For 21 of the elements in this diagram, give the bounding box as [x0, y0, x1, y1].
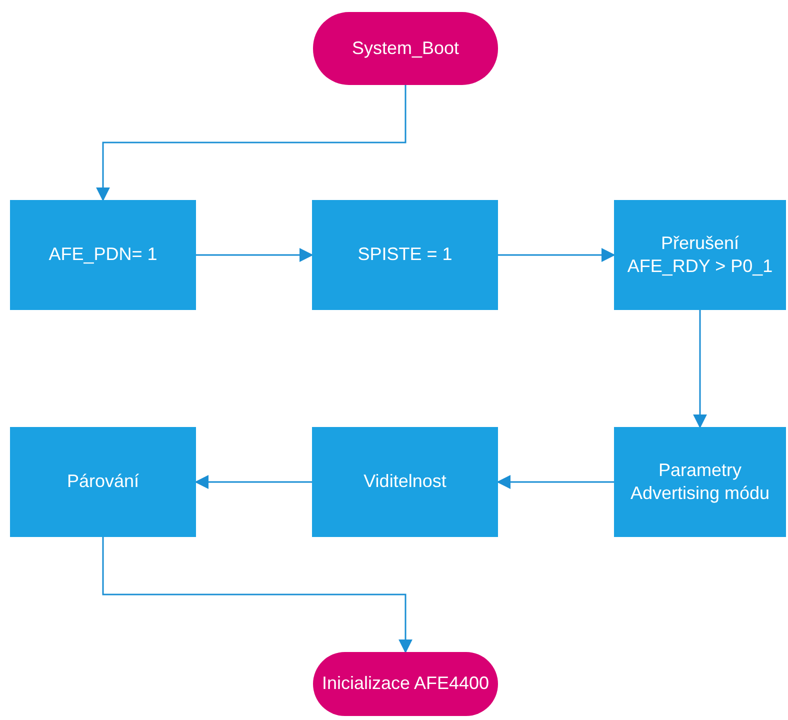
arrow: [96, 85, 406, 202]
node-label: System_Boot: [352, 36, 460, 60]
process-box: [10, 427, 196, 537]
process-box: [614, 200, 786, 310]
arrow: [196, 248, 314, 262]
process-box: [312, 200, 498, 310]
arrow: [693, 310, 707, 428]
process-box: [10, 200, 196, 310]
arrow: [496, 475, 614, 489]
node-label: Přerušení AFE_RDY > P0_1: [626, 232, 774, 278]
node-label: AFE_PDN= 1: [48, 243, 158, 266]
node-label: SPISTE = 1: [358, 243, 452, 266]
process-box: [614, 427, 786, 537]
node-label: Parametry Advertising módu: [629, 458, 771, 505]
arrow: [102, 537, 412, 654]
node-label: Inicializace AFE4400: [322, 672, 490, 696]
process-box: [312, 427, 498, 537]
arrow: [498, 248, 616, 262]
node-label: Viditelnost: [364, 470, 446, 494]
node-label: Párování: [66, 470, 140, 494]
arrow: [194, 475, 312, 489]
